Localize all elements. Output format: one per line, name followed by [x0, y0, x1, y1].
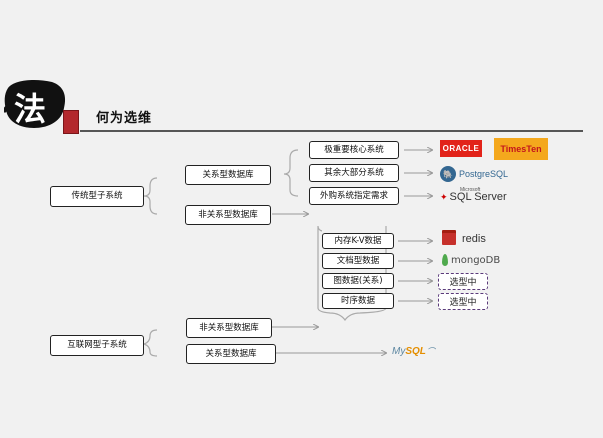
node-internet: 互联网型子系统 [50, 335, 144, 356]
postgresql-logo: 🐘 PostgreSQL [440, 166, 508, 182]
redis-logo: redis [442, 233, 486, 245]
mongodb-logo: mongoDB [442, 254, 500, 266]
redis-cube-icon [442, 233, 456, 245]
node-others: 其余大部分系统 [309, 164, 399, 182]
node-inet-nonrelational: 非关系型数据库 [186, 318, 272, 338]
node-outsourced: 外购系统指定需求 [309, 187, 399, 205]
node-timeseries: 时序数据 [322, 293, 394, 309]
node-traditional: 传统型子系统 [50, 186, 144, 207]
node-inet-relational: 关系型数据库 [186, 344, 276, 364]
red-seal-stamp [63, 110, 79, 134]
brace-internet [142, 329, 158, 357]
page-title: 何为选维 [96, 111, 153, 126]
brace-relational [283, 149, 299, 197]
elephant-icon: 🐘 [440, 166, 456, 182]
brace-nonrelational [317, 225, 387, 322]
node-graph: 图数据(关系) [322, 273, 394, 289]
brace-traditional [143, 177, 158, 215]
sqlserver-logo: Microsoft ✦ SQL Server [440, 187, 507, 203]
pending-graph-badge: 选型中 [438, 273, 488, 290]
node-trad-nonrelational: 非关系型数据库 [185, 205, 271, 225]
mongo-leaf-icon [442, 254, 448, 266]
sqlserver-flag-icon: ✦ [440, 191, 448, 202]
oracle-logo: ORACLE [440, 140, 482, 157]
dolphin-icon: ⌒ [426, 347, 435, 356]
node-kv: 内存K-V数据 [322, 233, 394, 249]
pending-timeseries-badge: 选型中 [438, 293, 488, 310]
brush-character: 法 [14, 90, 47, 128]
timesten-logo: TimesTen [494, 138, 548, 160]
node-core: 极重要核心系统 [309, 141, 399, 159]
node-trad-relational: 关系型数据库 [185, 165, 271, 185]
node-document: 文档型数据 [322, 253, 394, 269]
ink-brush-stroke [4, 80, 66, 128]
